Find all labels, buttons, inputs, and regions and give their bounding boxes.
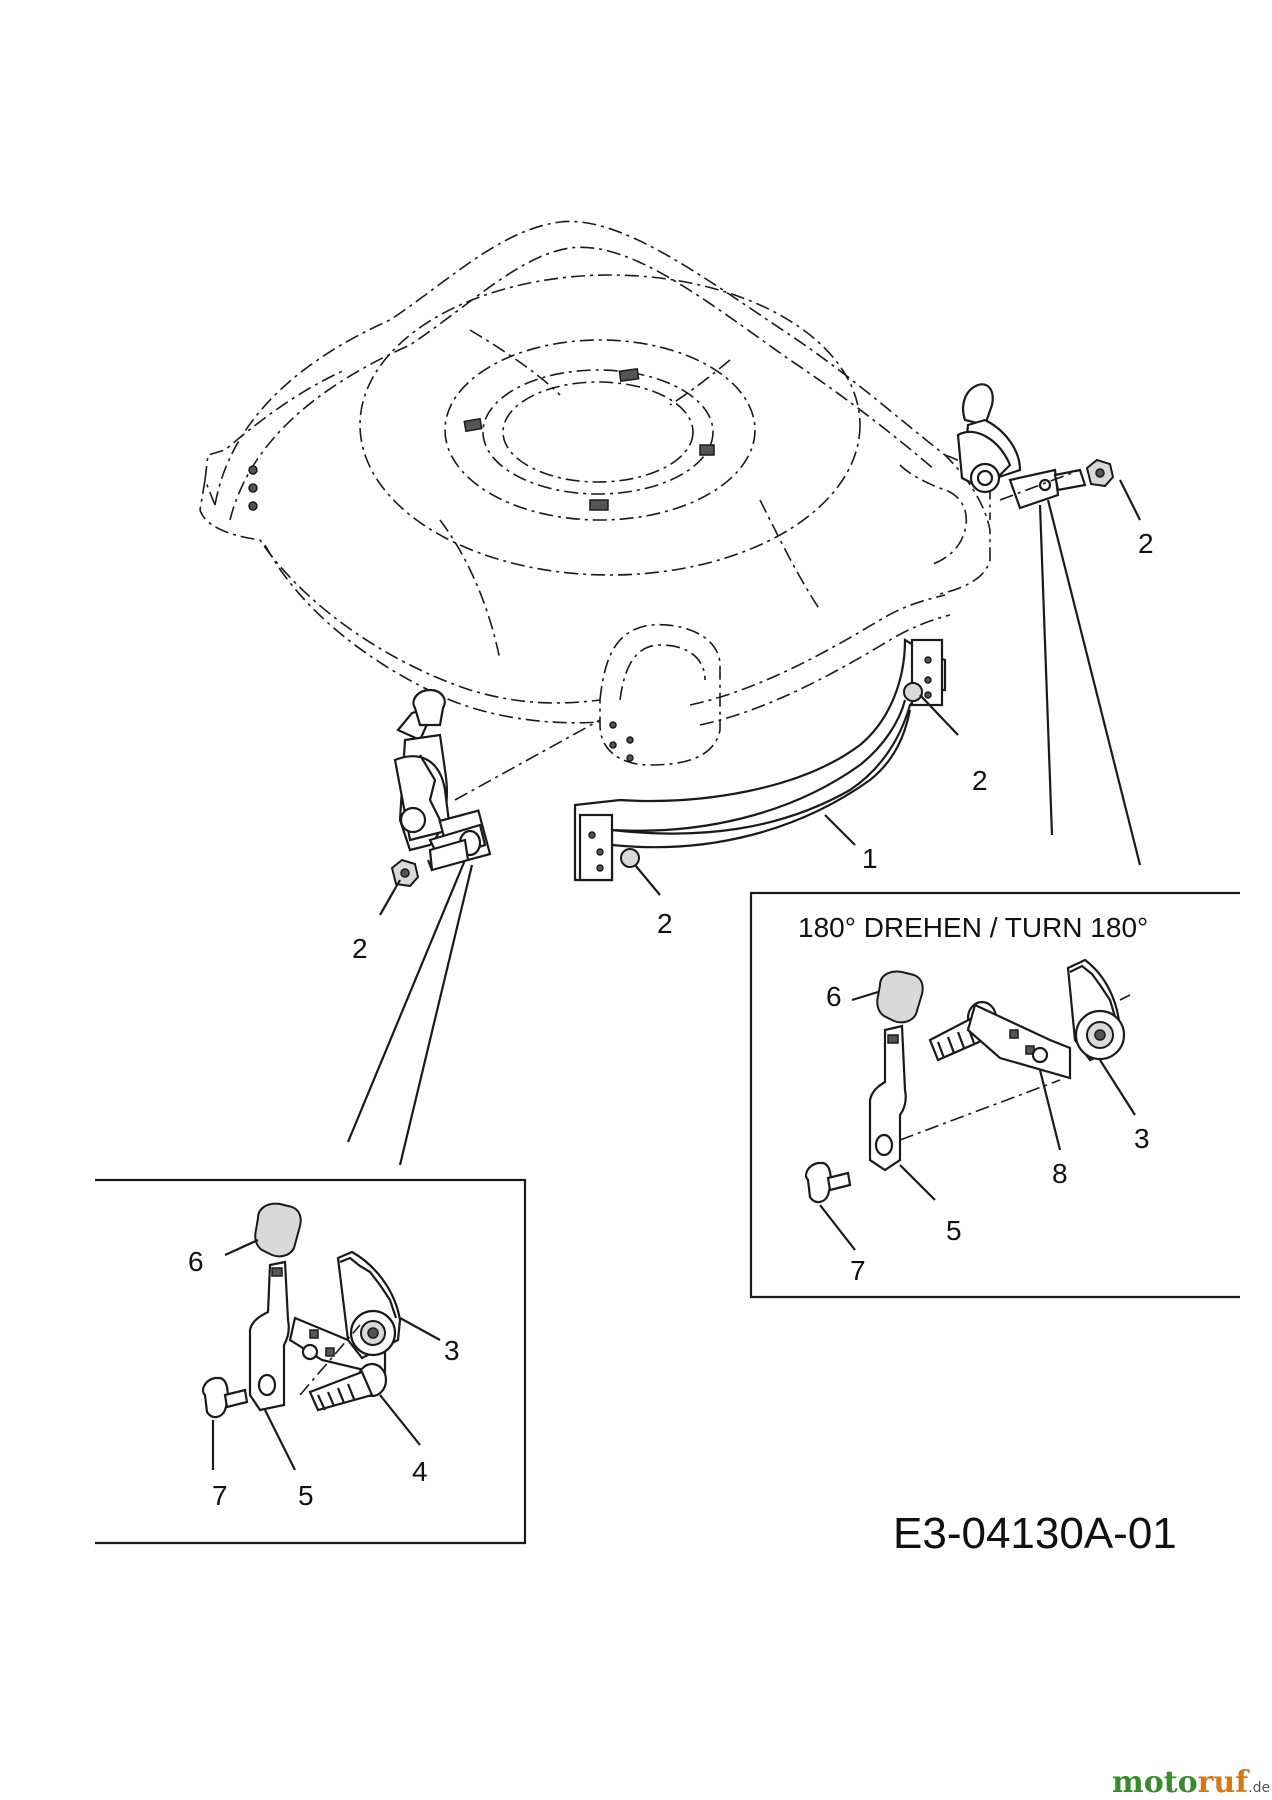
callout-1: 1 xyxy=(862,843,878,874)
turn-180-note: 180° DREHEN / TURN 180° xyxy=(798,912,1148,943)
callout-4-left-box: 4 xyxy=(412,1456,428,1487)
callout-6-left-box: 6 xyxy=(188,1246,204,1277)
drawing-code: E3-04130A-01 xyxy=(893,1509,1177,1558)
callout-2-upper-right: 2 xyxy=(1138,528,1154,559)
callout-labels: 1 2 2 2 2 6 3 4 5 7 6 3 8 5 7 xyxy=(188,528,1154,1511)
motoruf-watermark: motoruf.de xyxy=(1112,1765,1270,1800)
svg-text:motoruf.de: motoruf.de xyxy=(1112,1765,1270,1800)
callout-2-flap-right: 2 xyxy=(972,765,988,796)
watermark-part-1: moto xyxy=(1112,1765,1198,1800)
callout-7-left-box: 7 xyxy=(212,1480,228,1511)
rear-flap-part-1 xyxy=(573,638,947,882)
callout-3-left-box: 3 xyxy=(444,1335,460,1366)
callout-5-left-box: 5 xyxy=(298,1480,314,1511)
callout-8-right-box: 8 xyxy=(1052,1158,1068,1189)
detail-box-right xyxy=(749,891,1240,1299)
callout-7-right-box: 7 xyxy=(850,1255,866,1286)
callout-3-right-box: 3 xyxy=(1134,1123,1150,1154)
callout-2-left: 2 xyxy=(352,933,368,964)
callout-5-right-box: 5 xyxy=(946,1215,962,1246)
watermark-suffix: .de xyxy=(1248,1780,1270,1796)
callout-2-flap-left: 2 xyxy=(657,908,673,939)
right-height-adjuster xyxy=(956,383,1115,510)
callout-6-right-box: 6 xyxy=(826,981,842,1012)
left-height-adjuster xyxy=(390,688,601,888)
mower-deck-outline xyxy=(199,220,991,766)
leader-lines xyxy=(346,479,1142,1166)
detail-box-left xyxy=(95,1178,527,1545)
watermark-part-2: ruf xyxy=(1198,1765,1251,1800)
